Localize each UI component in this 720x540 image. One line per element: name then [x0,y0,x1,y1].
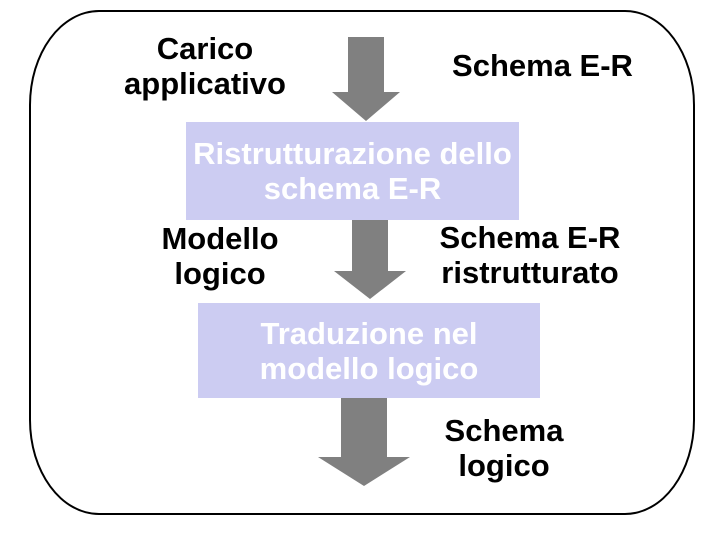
label-line: Schema [444,413,564,448]
label-line: logico [458,448,550,483]
label-line: logico [174,256,266,291]
box-text-line: Ristrutturazione dello [193,136,512,171]
label-carico-applicativo: Carico applicativo [100,31,310,101]
label-schema-er-ristrutturato: Schema E-R ristrutturato [418,220,642,290]
label-schema-logico: Schema logico [408,413,600,483]
process-box-traduzione: Traduzione nel modello logico [198,303,540,398]
down-arrow-icon [332,37,400,121]
label-line: Schema E-R [452,48,633,83]
down-arrow-icon [318,398,410,486]
label-line: Carico [156,31,254,66]
label-line: ristrutturato [441,255,619,290]
box-text-line: schema E-R [263,171,442,206]
process-box-ristrutturazione: Ristrutturazione dello schema E-R [186,122,519,220]
label-schema-er: Schema E-R [440,48,645,83]
box-text-line: Traduzione nel [260,315,478,351]
label-line: applicativo [124,66,286,101]
box-text-line: modello logico [259,350,479,386]
slide-rounded-border [29,10,695,515]
down-arrow-icon [334,220,406,299]
label-line: Schema E-R [439,220,621,255]
label-modello-logico: Modello logico [125,221,315,291]
label-line: Modello [161,221,279,256]
